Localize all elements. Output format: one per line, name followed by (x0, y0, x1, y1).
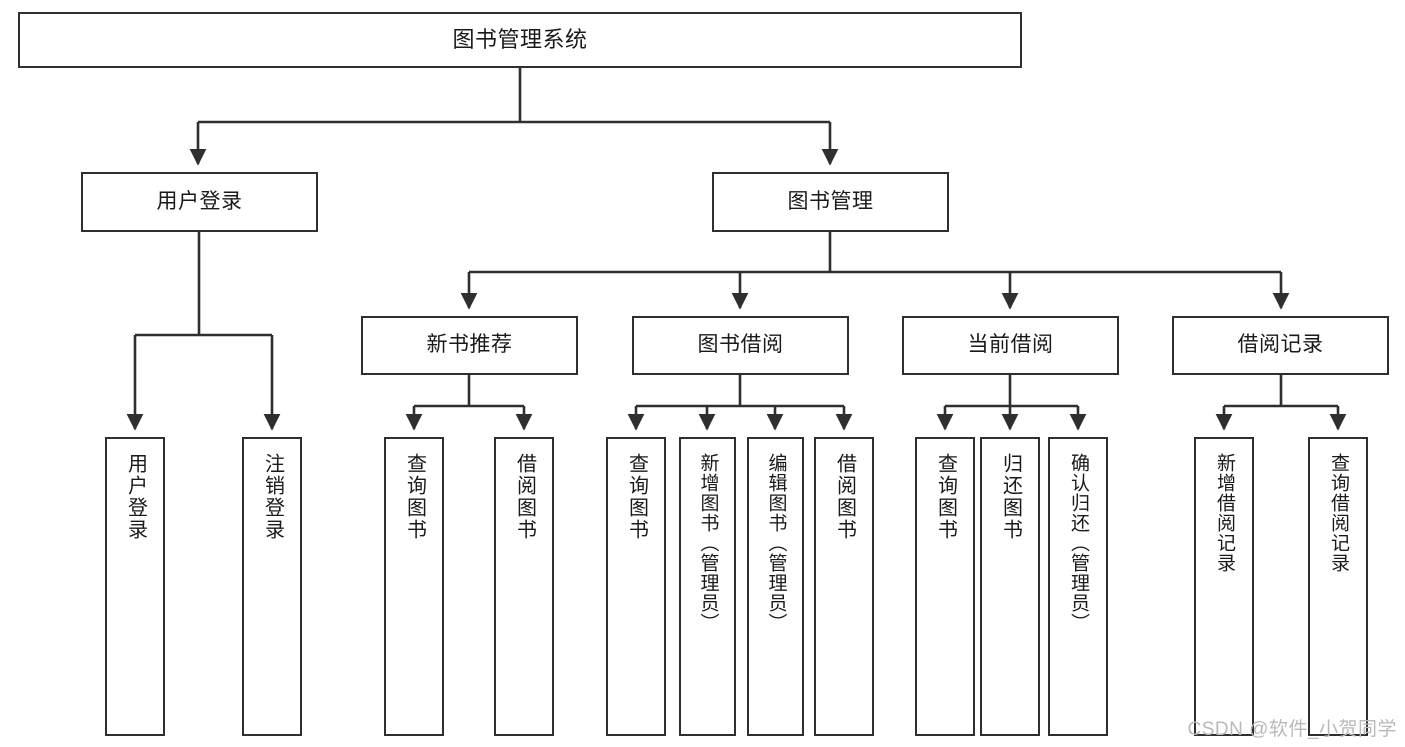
node-leaf-record-add[interactable]: 新增借阅记录 (1194, 437, 1254, 736)
node-leaf-borrow-query-label: 查询图书 (625, 453, 648, 541)
node-leaf-logout-label: 注销登录 (261, 453, 284, 541)
node-leaf-record-add-label: 新增借阅记录 (1213, 453, 1235, 573)
node-leaf-borrow-book[interactable]: 借阅图书 (814, 437, 874, 736)
node-new-book-recommend[interactable]: 新书推荐 (361, 316, 578, 375)
node-leaf-current-query-label: 查询图书 (934, 453, 957, 541)
node-leaf-return-book-label: 归还图书 (999, 453, 1022, 541)
node-root-system-label: 图书管理系统 (452, 27, 588, 53)
node-leaf-user-login-label: 用户登录 (124, 453, 147, 541)
node-leaf-book-add[interactable]: 新增图书（管理员） (679, 437, 736, 736)
node-user-login[interactable]: 用户登录 (81, 172, 318, 232)
node-new-book-recommend-label: 新书推荐 (426, 333, 513, 357)
node-leaf-newbook-borrow[interactable]: 借阅图书 (494, 437, 554, 736)
csdn-watermark: CSDN @软件_小贺同学 (1187, 719, 1397, 740)
node-book-management[interactable]: 图书管理 (712, 172, 949, 232)
node-leaf-book-edit[interactable]: 编辑图书（管理员） (747, 437, 804, 736)
node-current-borrow[interactable]: 当前借阅 (902, 316, 1119, 375)
node-leaf-logout[interactable]: 注销登录 (242, 437, 302, 736)
node-leaf-newbook-borrow-label: 借阅图书 (513, 453, 536, 541)
node-leaf-confirm-return-label: 确认归还（管理员） (1067, 453, 1089, 633)
node-leaf-current-query[interactable]: 查询图书 (915, 437, 975, 736)
node-leaf-return-book[interactable]: 归还图书 (980, 437, 1040, 736)
node-leaf-record-query[interactable]: 查询借阅记录 (1308, 437, 1368, 736)
node-leaf-user-login[interactable]: 用户登录 (105, 437, 165, 736)
node-current-borrow-label: 当前借阅 (967, 333, 1054, 357)
node-user-login-label: 用户登录 (156, 189, 243, 213)
node-leaf-borrow-book-label: 借阅图书 (833, 453, 856, 541)
node-book-borrow[interactable]: 图书借阅 (632, 316, 849, 375)
node-leaf-record-query-label: 查询借阅记录 (1327, 453, 1349, 573)
node-leaf-borrow-query[interactable]: 查询图书 (606, 437, 666, 736)
node-borrow-record-label: 借阅记录 (1237, 333, 1324, 357)
node-leaf-newbook-query-label: 查询图书 (403, 453, 426, 541)
node-book-borrow-label: 图书借阅 (697, 333, 784, 357)
node-leaf-newbook-query[interactable]: 查询图书 (384, 437, 444, 736)
node-leaf-book-add-label: 新增图书（管理员） (697, 453, 719, 633)
node-root-system[interactable]: 图书管理系统 (18, 12, 1022, 68)
node-borrow-record[interactable]: 借阅记录 (1172, 316, 1389, 375)
node-leaf-confirm-return[interactable]: 确认归还（管理员） (1048, 437, 1108, 736)
node-book-management-label: 图书管理 (787, 189, 874, 213)
node-leaf-book-edit-label: 编辑图书（管理员） (765, 453, 787, 633)
